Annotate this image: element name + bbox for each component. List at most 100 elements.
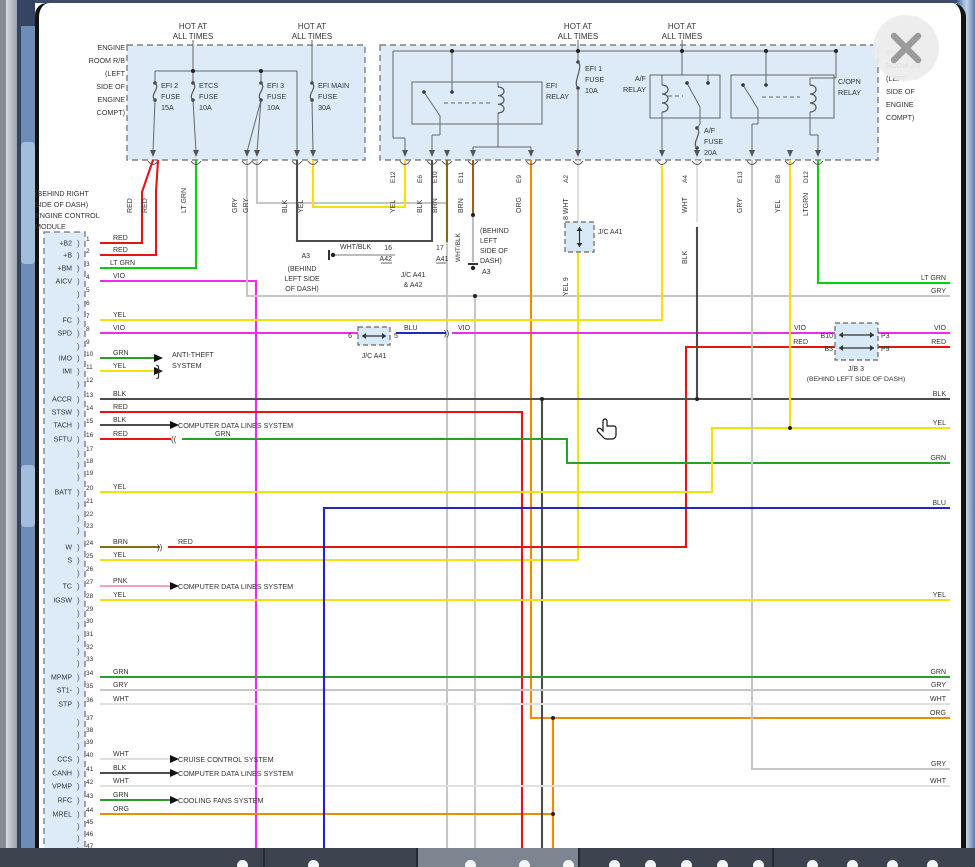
diagram-label: )	[77, 755, 80, 764]
wire-ltg	[816, 160, 950, 285]
diagram-label: 44	[86, 807, 94, 814]
toolbar-icon[interactable]	[681, 860, 692, 867]
diagram-label: )	[77, 408, 80, 417]
diagram-label: ENGINE	[97, 95, 125, 104]
diagram-label: 29	[86, 606, 94, 613]
exit-arrow-icon	[244, 150, 250, 157]
diagram-label: FC	[63, 318, 72, 325]
wire-blk	[295, 160, 434, 243]
diagram-label: )	[77, 782, 80, 791]
toolbar-icon[interactable]	[807, 860, 818, 867]
diagram-label: 17	[436, 245, 444, 252]
exit-socket-icon	[746, 160, 758, 165]
diagram-label: ALL TIMES	[173, 32, 213, 41]
close-icon[interactable]	[890, 32, 922, 64]
exit-arrow-icon	[694, 150, 700, 157]
diagram-label: WHT	[930, 778, 947, 785]
exit-socket-icon	[399, 160, 411, 165]
diagram-label: VIO	[458, 325, 471, 332]
toolbar-icon[interactable]	[237, 860, 248, 867]
diagram-label: )	[77, 290, 80, 299]
wire-blu	[322, 506, 950, 853]
diagram-label: ACCR	[52, 397, 72, 404]
exit-socket-icon	[307, 160, 319, 165]
diagram-label: ALL TIMES	[292, 32, 332, 41]
diagram-label: J/C A41	[401, 272, 426, 279]
diagram-label: SIDE OF	[96, 82, 125, 91]
bottom-toolbar[interactable]	[0, 848, 975, 867]
diagram-label: ETCS	[199, 81, 218, 90]
toolbar-segment-1[interactable]	[0, 848, 263, 867]
toolbar-icon[interactable]	[927, 860, 938, 867]
diagram-label: HOT AT	[564, 22, 592, 31]
diagram-label: RED	[793, 339, 808, 346]
diagram-label: SIDE OF	[886, 87, 915, 96]
diagram-label: ORG	[516, 197, 523, 213]
diagram-label: )	[77, 686, 80, 695]
diagram-label: )	[77, 769, 80, 778]
exit-socket-icon	[784, 160, 796, 165]
diagram-label: 26	[86, 566, 94, 573]
diagram-label: COMPUTER DATA LINES SYSTEM	[178, 582, 293, 591]
toolbar-icon[interactable]	[563, 860, 574, 867]
exit-arrow-icon	[294, 150, 300, 157]
toolbar-icon[interactable]	[847, 860, 858, 867]
circuit-line	[192, 99, 197, 153]
diagram-label: A3	[482, 269, 491, 276]
diagram-label: W	[65, 545, 72, 552]
fuse-icon	[258, 82, 264, 101]
toolbar-icon[interactable]	[519, 860, 530, 867]
diagram-label: )	[77, 473, 80, 482]
toolbar-icon[interactable]	[465, 860, 476, 867]
diagram-label: 16	[86, 432, 94, 439]
left-scroll-strip[interactable]	[6, 0, 17, 867]
diagram-label: LEFT SIDE	[284, 276, 320, 283]
diagram-label: 25	[86, 553, 94, 560]
toolbar-icon[interactable]	[308, 860, 319, 867]
diagram-label: 23	[86, 523, 94, 530]
toolbar-icon[interactable]	[645, 860, 656, 867]
toolbar-icon[interactable]	[717, 860, 728, 867]
diagram-label: 10A	[199, 103, 212, 112]
diagram-label: GRN	[113, 669, 129, 676]
diagram-label: YEL	[933, 420, 946, 427]
left-strip-highlight	[21, 465, 35, 527]
toolbar-icon[interactable]	[887, 860, 898, 867]
diagram-label: COMPUTER DATA LINES SYSTEM	[178, 421, 293, 430]
diagram-label: )	[77, 556, 80, 565]
ground-icon	[330, 252, 336, 258]
diagram-label: )	[77, 621, 80, 630]
diagram-label: ((	[171, 435, 177, 444]
diagram-label: 39	[86, 739, 94, 746]
toolbar-segment-3[interactable]	[418, 848, 578, 867]
junction-dot	[576, 49, 580, 53]
diagram-label: 20	[86, 485, 94, 492]
toolbar-segment-5[interactable]	[774, 848, 975, 867]
fuse-icon	[309, 82, 315, 101]
diagram-label: HOT AT	[668, 22, 696, 31]
diagram-label: IMO	[59, 356, 73, 363]
toolbar-icon[interactable]	[753, 860, 764, 867]
diagram-label: YEL	[113, 312, 126, 319]
diagram-label: )	[77, 421, 80, 430]
diagram-label: )	[77, 659, 80, 668]
exit-arrow-icon	[429, 150, 435, 157]
system-arrow-icon	[170, 421, 179, 429]
diagram-label: BLK	[933, 391, 947, 398]
close-button[interactable]	[873, 15, 939, 81]
toolbar-segment-2[interactable]	[265, 848, 416, 867]
diagram-label: LT GRN	[181, 188, 188, 213]
diagram-label: HOT AT	[298, 22, 326, 31]
diagram-label: (BEHIND	[288, 266, 317, 273]
diagram-label: WHT	[682, 196, 689, 213]
diagram-label: 32	[86, 644, 94, 651]
diagram-label: +B	[63, 253, 72, 260]
exit-arrow-icon	[575, 150, 581, 157]
junction-dot	[551, 812, 555, 816]
diagram-label: 15A	[161, 103, 174, 112]
relay-contact-dot	[706, 81, 710, 85]
diagram-label: )	[77, 718, 80, 727]
exit-socket-icon	[572, 160, 584, 165]
left-strip-top	[17, 0, 35, 26]
toolbar-icon[interactable]	[609, 860, 620, 867]
